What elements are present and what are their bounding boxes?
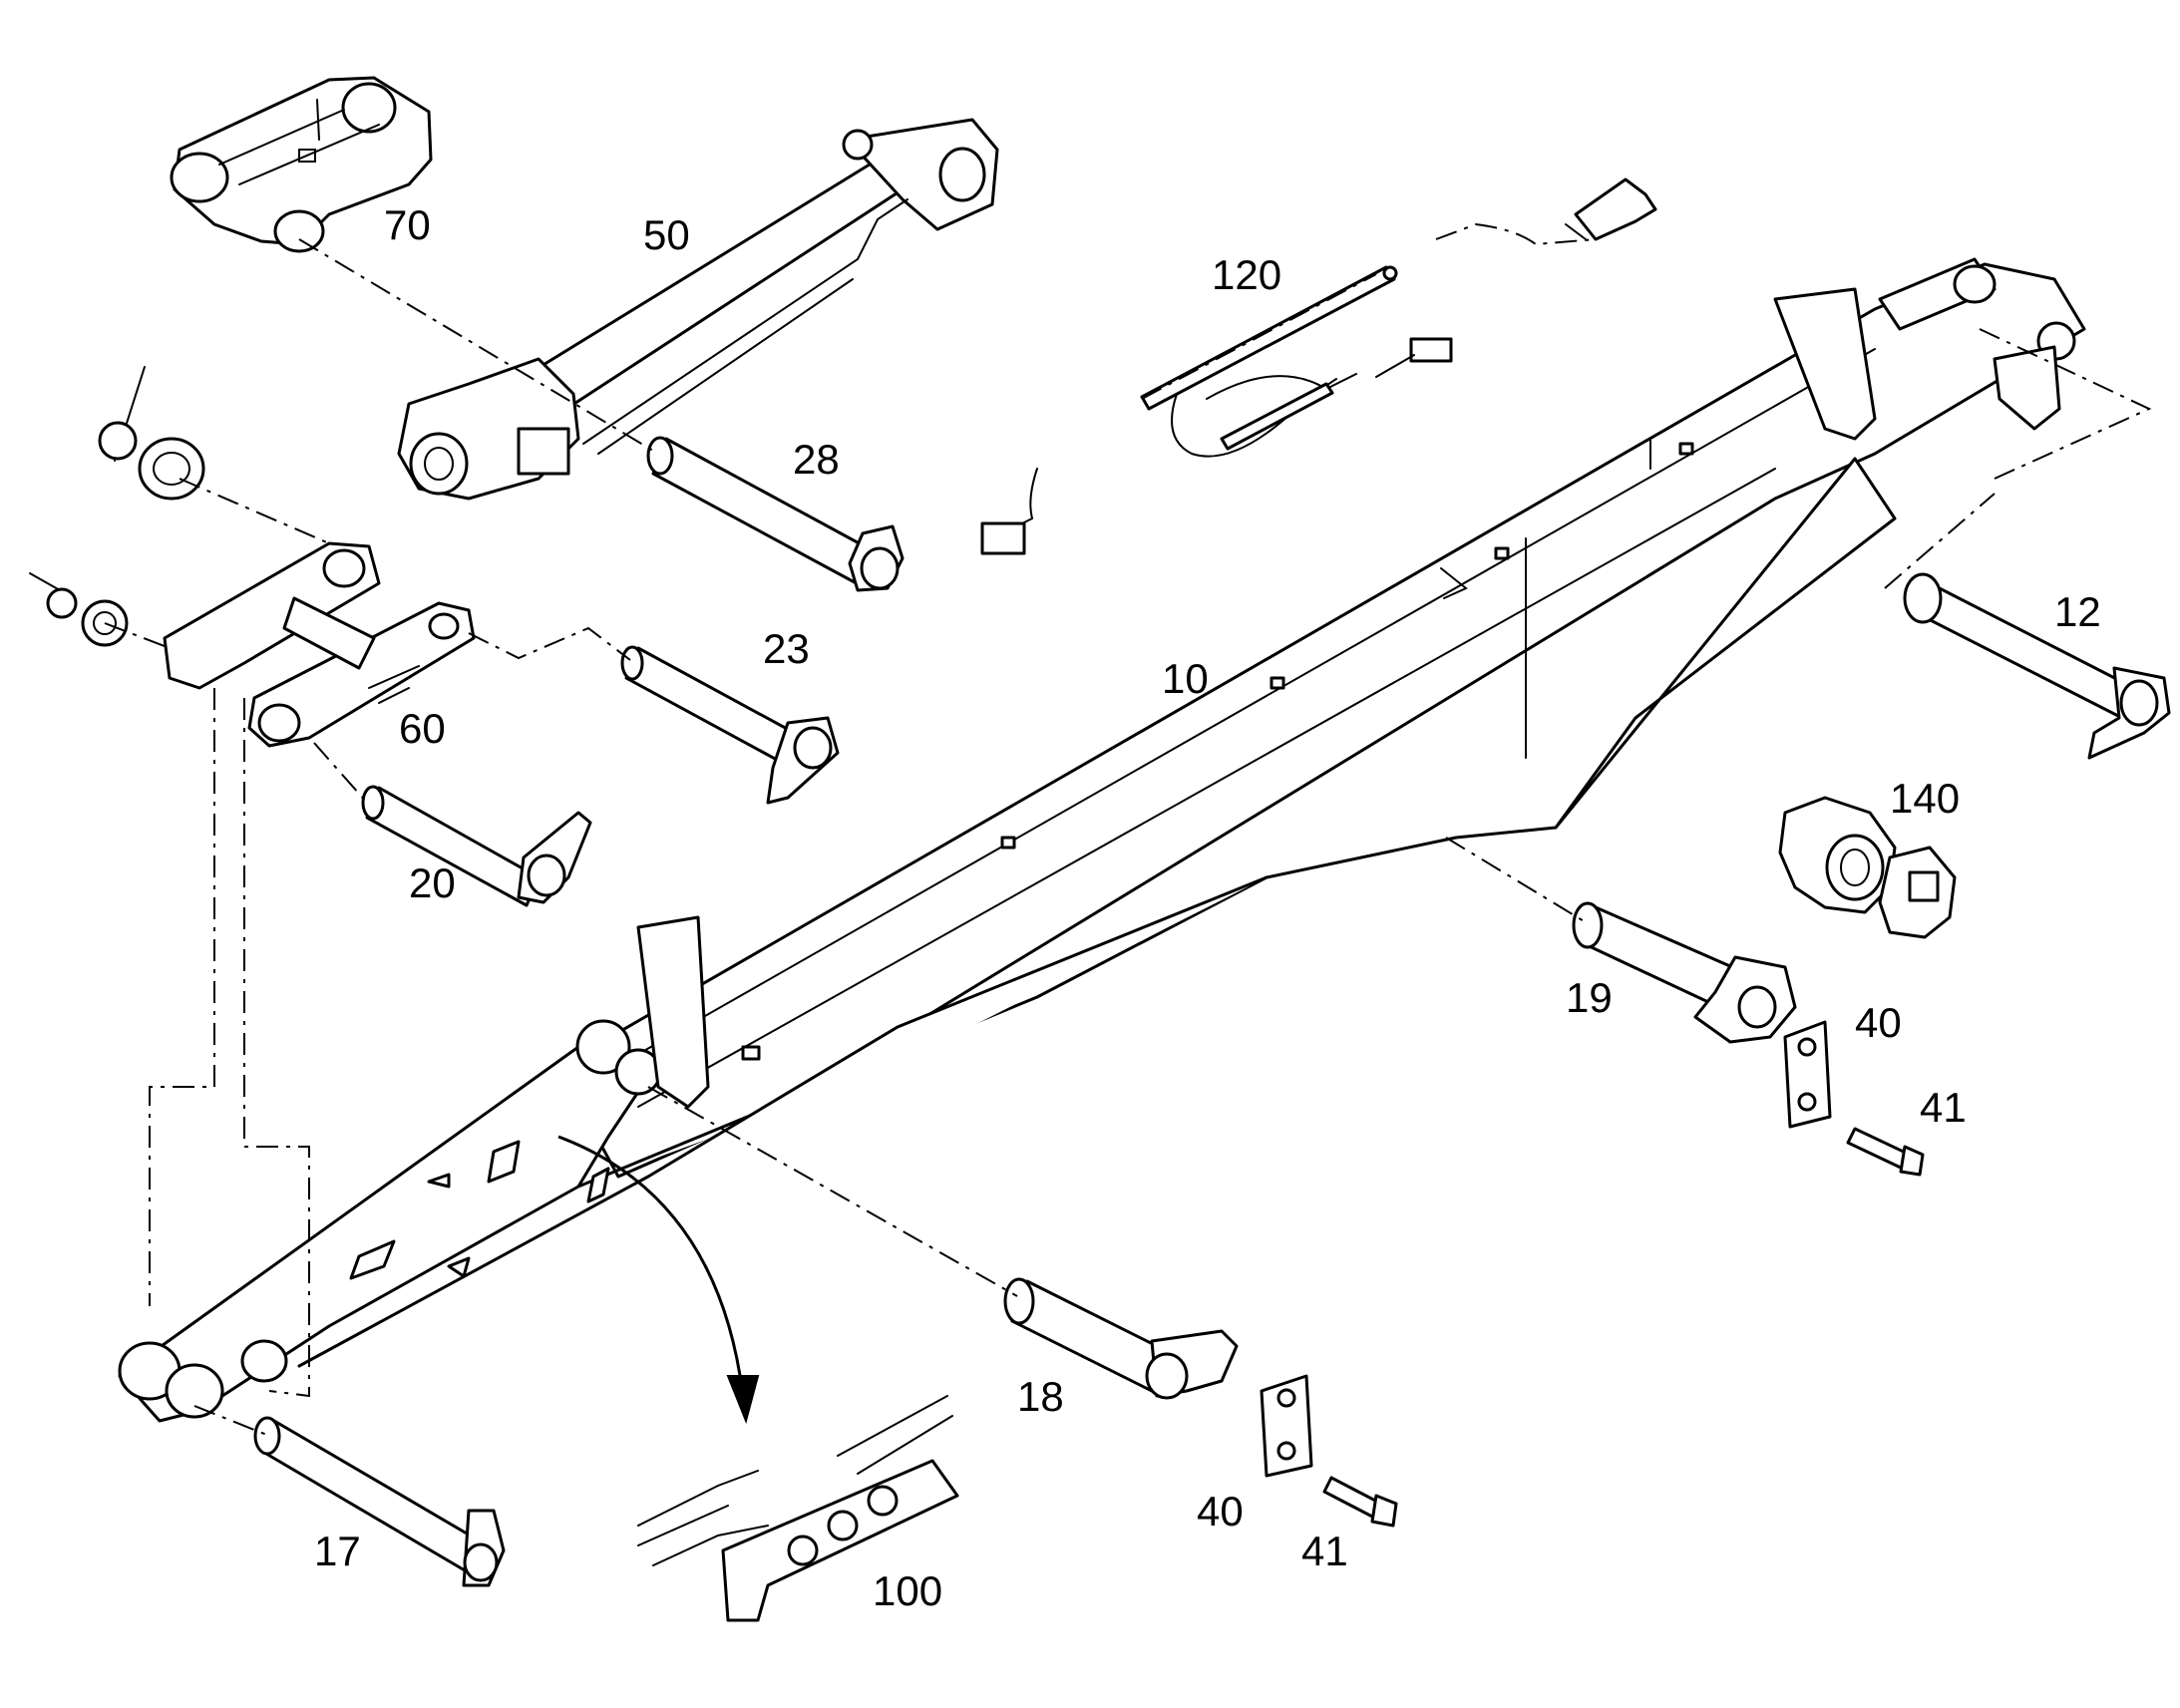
nut-washer-set-upper[interactable] — [98, 366, 205, 501]
svg-text:40: 40 — [1197, 1488, 1244, 1535]
svg-text:50: 50 — [643, 211, 690, 258]
svg-text:140: 140 — [1890, 775, 1960, 822]
callout-40-lower[interactable]: 40 — [1197, 1488, 1244, 1535]
part-120-wiring-harness[interactable] — [980, 177, 1657, 555]
assembly-leader-lines — [104, 222, 2152, 1437]
part-23-pin[interactable] — [620, 645, 840, 805]
part-41-bolt-lower[interactable] — [1322, 1476, 1398, 1528]
svg-text:28: 28 — [793, 436, 840, 483]
svg-text:23: 23 — [763, 625, 810, 672]
nut-washer-set-lower[interactable] — [29, 572, 129, 647]
svg-text:19: 19 — [1566, 974, 1613, 1021]
part-19-pin[interactable] — [1572, 901, 1797, 1044]
callout-60[interactable]: 60 — [399, 705, 446, 752]
svg-text:17: 17 — [314, 1528, 361, 1574]
svg-text:120: 120 — [1212, 251, 1281, 298]
callout-19[interactable]: 19 — [1566, 974, 1613, 1021]
part-18-pin[interactable] — [1003, 1277, 1239, 1400]
part-40-plate-lower[interactable] — [1260, 1374, 1313, 1478]
callout-100[interactable]: 100 — [873, 1567, 942, 1614]
svg-text:10: 10 — [1162, 655, 1209, 702]
svg-text:41: 41 — [1920, 1084, 1967, 1131]
callout-20[interactable]: 20 — [409, 859, 456, 906]
callout-41-lower[interactable]: 41 — [1301, 1528, 1348, 1574]
part-10-boom[interactable] — [118, 257, 2086, 1423]
callout-50[interactable]: 50 — [643, 211, 690, 258]
part-140-sensor[interactable] — [1778, 796, 1957, 939]
svg-text:100: 100 — [873, 1567, 942, 1614]
svg-text:40: 40 — [1855, 999, 1902, 1046]
callout-28[interactable]: 28 — [793, 436, 840, 483]
callout-12[interactable]: 12 — [2054, 588, 2101, 635]
callout-40-right[interactable]: 40 — [1855, 999, 1902, 1046]
part-100-hydraulic-valve-block[interactable] — [637, 1395, 959, 1622]
svg-text:12: 12 — [2054, 588, 2101, 635]
part-70-link-bracket[interactable] — [170, 76, 433, 253]
svg-text:70: 70 — [384, 201, 431, 248]
part-28-pin[interactable] — [646, 436, 905, 592]
callout-17[interactable]: 17 — [314, 1528, 361, 1574]
part-41-bolt-right[interactable] — [1846, 1127, 1925, 1177]
callout-10[interactable]: 10 — [1162, 655, 1209, 702]
part-20-pin[interactable] — [361, 785, 592, 907]
callout-70[interactable]: 70 — [384, 201, 431, 248]
callout-41-right[interactable]: 41 — [1920, 1084, 1967, 1131]
svg-text:60: 60 — [399, 705, 446, 752]
part-50-boom-cylinder[interactable] — [397, 118, 999, 501]
part-17-pin[interactable] — [253, 1416, 506, 1587]
callout-140[interactable]: 140 — [1890, 775, 1960, 822]
svg-text:20: 20 — [409, 859, 456, 906]
callout-23[interactable]: 23 — [763, 625, 810, 672]
svg-text:18: 18 — [1017, 1373, 1064, 1420]
callout-18[interactable]: 18 — [1017, 1373, 1064, 1420]
part-60-bracket[interactable] — [163, 541, 476, 748]
part-12-pin[interactable] — [1903, 572, 2171, 760]
callout-120[interactable]: 120 — [1212, 251, 1281, 298]
svg-text:41: 41 — [1301, 1528, 1348, 1574]
part-40-plate-right[interactable] — [1783, 1020, 1832, 1129]
detail-arrow — [557, 1135, 760, 1425]
